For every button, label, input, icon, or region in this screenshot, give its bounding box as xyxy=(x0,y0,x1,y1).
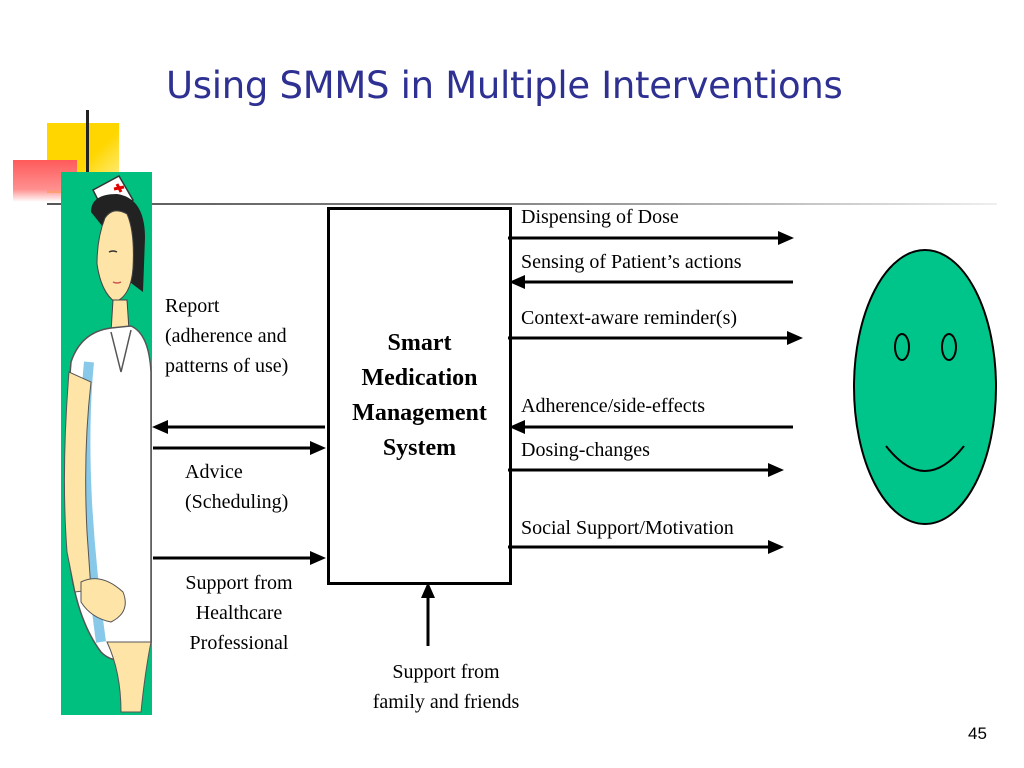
smms-box: Smart Medication Management System xyxy=(327,207,512,585)
slide-title: Using SMMS in Multiple Interventions xyxy=(166,64,843,107)
report-arrow xyxy=(152,420,325,434)
reminder-label: Context-aware reminder(s) xyxy=(521,307,738,329)
smms-label: Smart Medication Management System xyxy=(352,330,487,461)
sensing-arrow xyxy=(509,275,793,289)
support-healthcare-arrow xyxy=(153,551,326,565)
dosing-label: Dosing-changes xyxy=(521,439,650,461)
adherence-label: Adherence/side-effects xyxy=(521,395,705,417)
dispensing-arrow xyxy=(508,231,794,245)
adherence-arrow xyxy=(509,420,793,434)
nurse-panel xyxy=(61,172,152,715)
support-family-arrow xyxy=(421,582,435,646)
page-number: 45 xyxy=(968,724,987,743)
nurse-icon xyxy=(63,174,152,713)
advice-label: Advice (Scheduling) xyxy=(185,461,289,513)
dispensing-label: Dispensing of Dose xyxy=(521,206,679,228)
dosing-arrow xyxy=(508,463,784,477)
decorative-horizontal-line xyxy=(47,203,997,205)
reminder-arrow xyxy=(508,331,803,345)
advice-arrow xyxy=(153,441,326,455)
smiley-face-icon xyxy=(853,249,997,525)
support-family-label: Support from family and friends xyxy=(372,661,520,713)
social-arrow xyxy=(508,540,784,554)
sensing-label: Sensing of Patient’s actions xyxy=(521,251,742,273)
support-healthcare-label: Support from Healthcare Professional xyxy=(185,572,293,654)
report-label: Report (adherence and patterns of use) xyxy=(165,295,289,377)
social-label: Social Support/Motivation xyxy=(521,517,734,539)
decorative-vertical-line xyxy=(86,110,89,225)
